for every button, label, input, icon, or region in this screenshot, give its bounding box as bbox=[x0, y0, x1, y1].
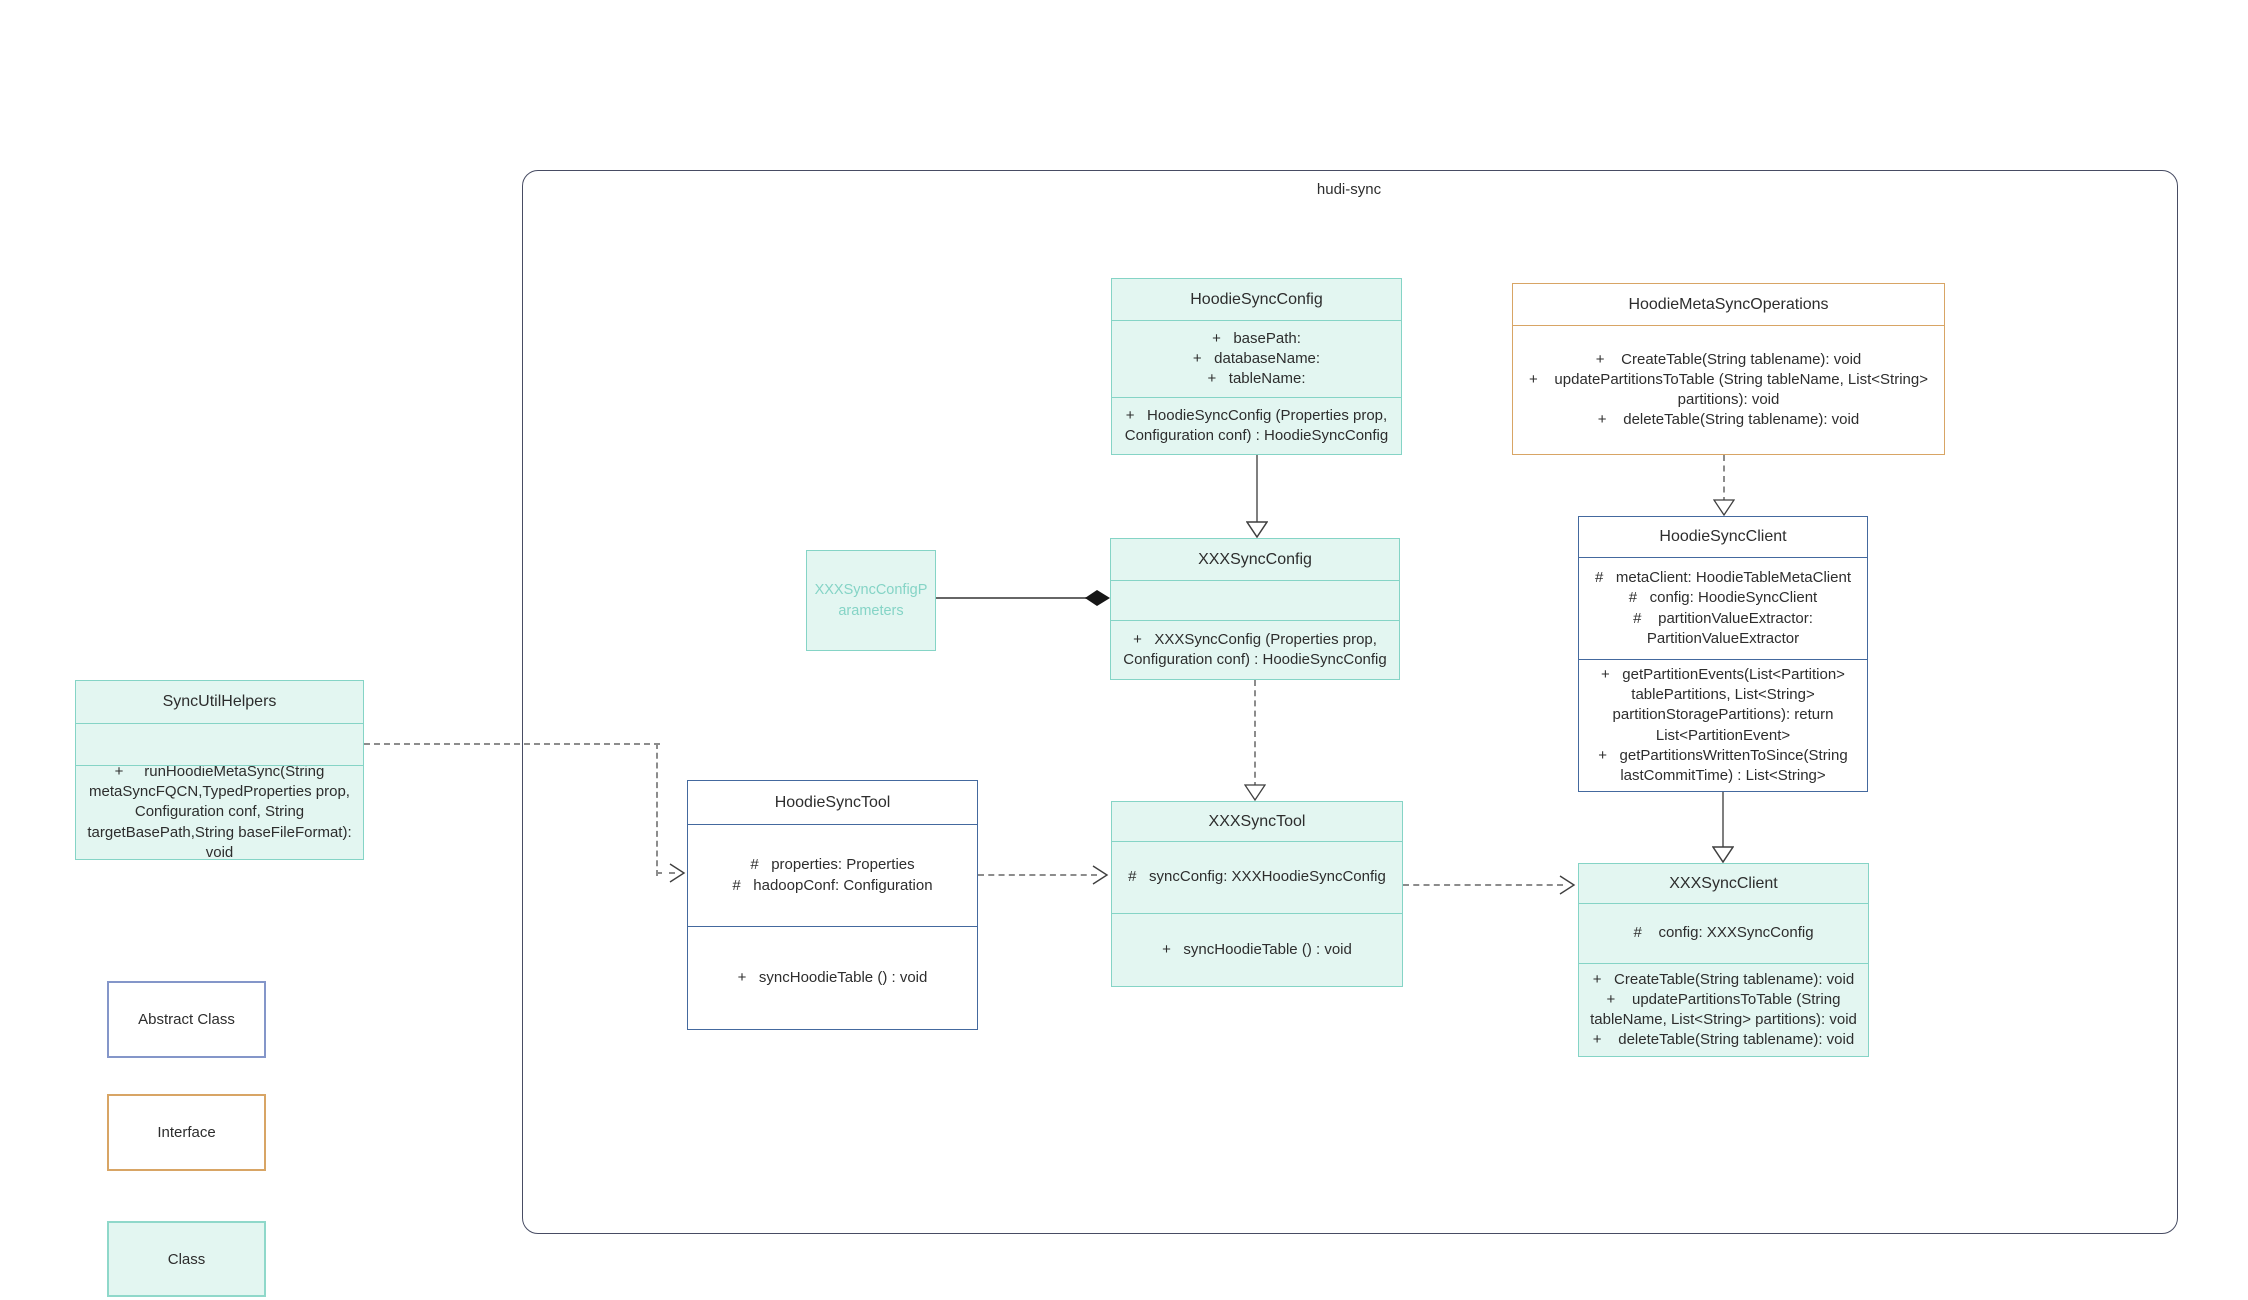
arrowhead-hollow-triangle-icon bbox=[1246, 521, 1268, 538]
edge-hoodiesyncclient-to-xxxsyncclient bbox=[1722, 790, 1724, 847]
class-methods: + CreateTable(String tablename): void+ u… bbox=[1513, 325, 1944, 454]
class-title: XXXSyncConfig bbox=[1198, 550, 1312, 568]
class-methods: + syncHoodieTable () : void bbox=[1112, 913, 1402, 986]
class-title: HoodieMetaSyncOperations bbox=[1628, 295, 1829, 313]
edge-xxxsyncconfigparameters-to-xxxsyncconfig bbox=[918, 597, 1088, 599]
class-box-xxx-sync-config[interactable]: XXXSyncConfig + XXXSyncConfig (Propertie… bbox=[1110, 538, 1400, 680]
class-methods: + runHoodieMetaSync(String metaSyncFQCN,… bbox=[76, 765, 363, 859]
class-box-sync-util-helpers[interactable]: SyncUtilHelpers + runHoodieMetaSync(Stri… bbox=[75, 680, 364, 860]
class-fields: # syncConfig: XXXHoodieSyncConfig bbox=[1112, 841, 1402, 913]
class-box-xxx-sync-config-parameters[interactable]: XXXSyncConfigParameters bbox=[806, 550, 936, 651]
arrowhead-hollow-triangle-icon bbox=[1712, 846, 1734, 863]
class-title: XXXSyncClient bbox=[1669, 874, 1778, 892]
class-title: HoodieSyncClient bbox=[1659, 528, 1787, 545]
edge-xxxsynctool-to-xxxsyncclient bbox=[1403, 884, 1563, 886]
arrowhead-open-icon bbox=[1092, 865, 1109, 885]
class-methods: + XXXSyncConfig (Properties prop, Config… bbox=[1111, 620, 1399, 679]
edge-hoodiesynctool-to-xxxsynctool bbox=[978, 874, 1097, 876]
arrowhead-open-icon bbox=[669, 863, 686, 883]
class-title: XXXSyncTool bbox=[1208, 812, 1306, 830]
legend-abstract-class[interactable]: Abstract Class bbox=[107, 981, 266, 1058]
arrowhead-open-icon bbox=[1559, 875, 1576, 895]
class-box-hoodie-sync-client[interactable]: HoodieSyncClient # metaClient: HoodieTab… bbox=[1578, 516, 1868, 792]
class-fields bbox=[1111, 580, 1399, 620]
legend-label: Interface bbox=[157, 1124, 216, 1141]
class-box-hoodie-sync-config[interactable]: HoodieSyncConfig + basePath:+ databaseNa… bbox=[1111, 278, 1402, 455]
class-box-xxx-sync-client[interactable]: XXXSyncClient # config: XXXSyncConfig + … bbox=[1578, 863, 1869, 1057]
legend-label: Class bbox=[167, 1250, 206, 1268]
arrowhead-hollow-triangle-icon bbox=[1713, 499, 1735, 516]
legend-interface[interactable]: Interface bbox=[107, 1094, 266, 1171]
class-methods: + CreateTable(String tablename): void+ u… bbox=[1579, 963, 1868, 1056]
edge-syncutilhelpers-to-hoodiesynctool bbox=[364, 743, 660, 745]
arrowhead-hollow-triangle-icon bbox=[1244, 784, 1266, 801]
class-box-hoodie-sync-tool[interactable]: HoodieSyncTool # properties: Properties#… bbox=[687, 780, 978, 1030]
class-fields: # config: XXXSyncConfig bbox=[1579, 903, 1868, 963]
hudi-sync-container[interactable] bbox=[522, 170, 2178, 1234]
class-methods: + HoodieSyncConfig (Properties prop, Con… bbox=[1112, 397, 1401, 454]
class-title: HoodieSyncConfig bbox=[1190, 290, 1323, 308]
edge-xxxsyncconfig-to-xxxsynctool bbox=[1254, 680, 1256, 788]
edge-hoodiemetasyncoperations-to-hoodiesyncclient bbox=[1723, 455, 1725, 503]
diamond-composition-icon bbox=[1085, 590, 1110, 606]
edge-syncutilhelpers-to-hoodiesynctool bbox=[656, 872, 675, 874]
class-methods: + syncHoodieTable () : void bbox=[688, 926, 977, 1029]
edge-syncutilhelpers-to-hoodiesynctool bbox=[656, 743, 658, 876]
edge-hoodiesyncconfig-to-xxxsyncconfig bbox=[1256, 455, 1258, 523]
class-fields bbox=[76, 723, 363, 765]
class-fields: + basePath:+ databaseName:+ tableName: bbox=[1112, 320, 1401, 397]
legend-class[interactable]: Class bbox=[107, 1221, 266, 1297]
class-title: XXXSyncConfigParameters bbox=[814, 582, 928, 619]
class-box-xxx-sync-tool[interactable]: XXXSyncTool # syncConfig: XXXHoodieSyncC… bbox=[1111, 801, 1403, 987]
class-methods: + getPartitionEvents(List<Partition> tab… bbox=[1579, 659, 1867, 791]
class-title: HoodieSyncTool bbox=[774, 793, 891, 811]
hudi-sync-container-label: hudi-sync bbox=[1316, 181, 1382, 198]
class-fields: # properties: Properties# hadoopConf: Co… bbox=[688, 824, 977, 926]
legend-label: Abstract Class bbox=[138, 1011, 235, 1028]
class-fields: # metaClient: HoodieTableMetaClient# con… bbox=[1579, 557, 1867, 659]
class-box-hoodie-meta-sync-operations[interactable]: HoodieMetaSyncOperations + CreateTable(S… bbox=[1512, 283, 1945, 455]
class-title: SyncUtilHelpers bbox=[162, 693, 277, 710]
